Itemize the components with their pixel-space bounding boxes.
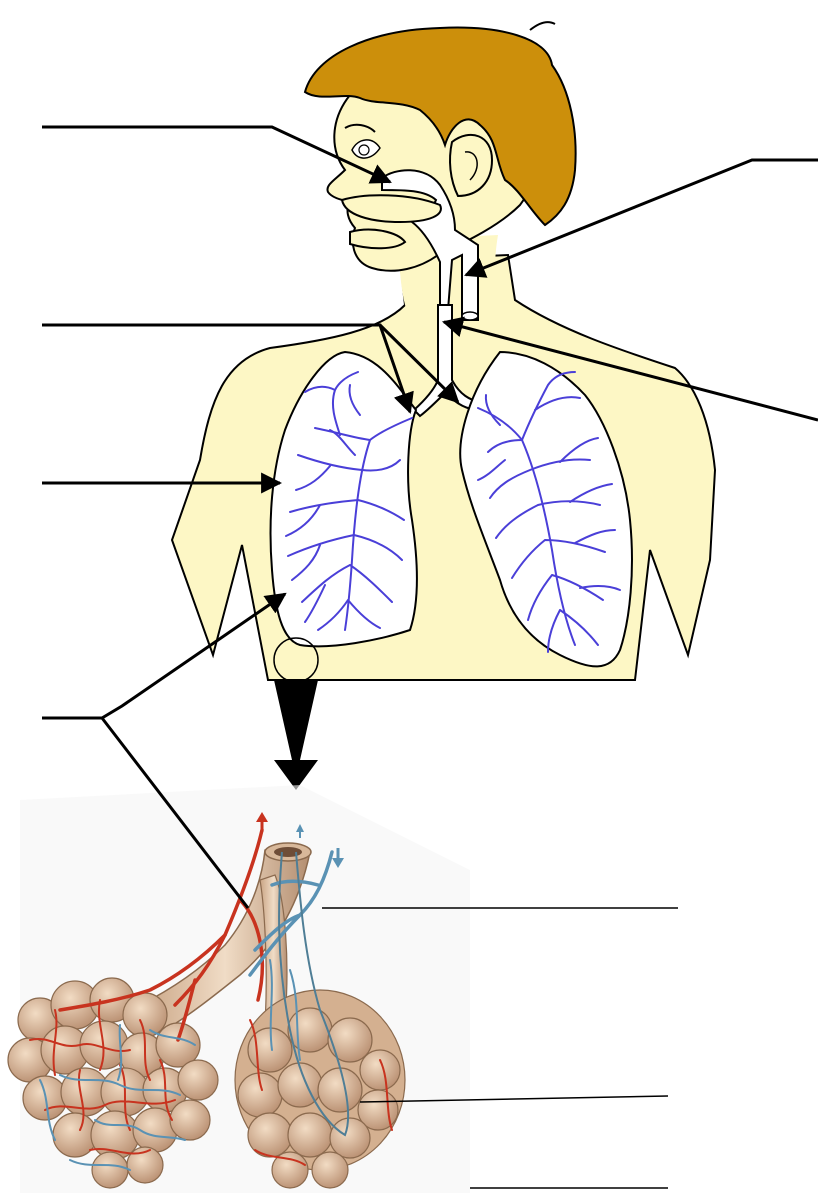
- label-line-bronchiole: [42, 594, 285, 718]
- alveoli-illustration: [8, 785, 470, 1193]
- magnify-arrow: [274, 680, 318, 790]
